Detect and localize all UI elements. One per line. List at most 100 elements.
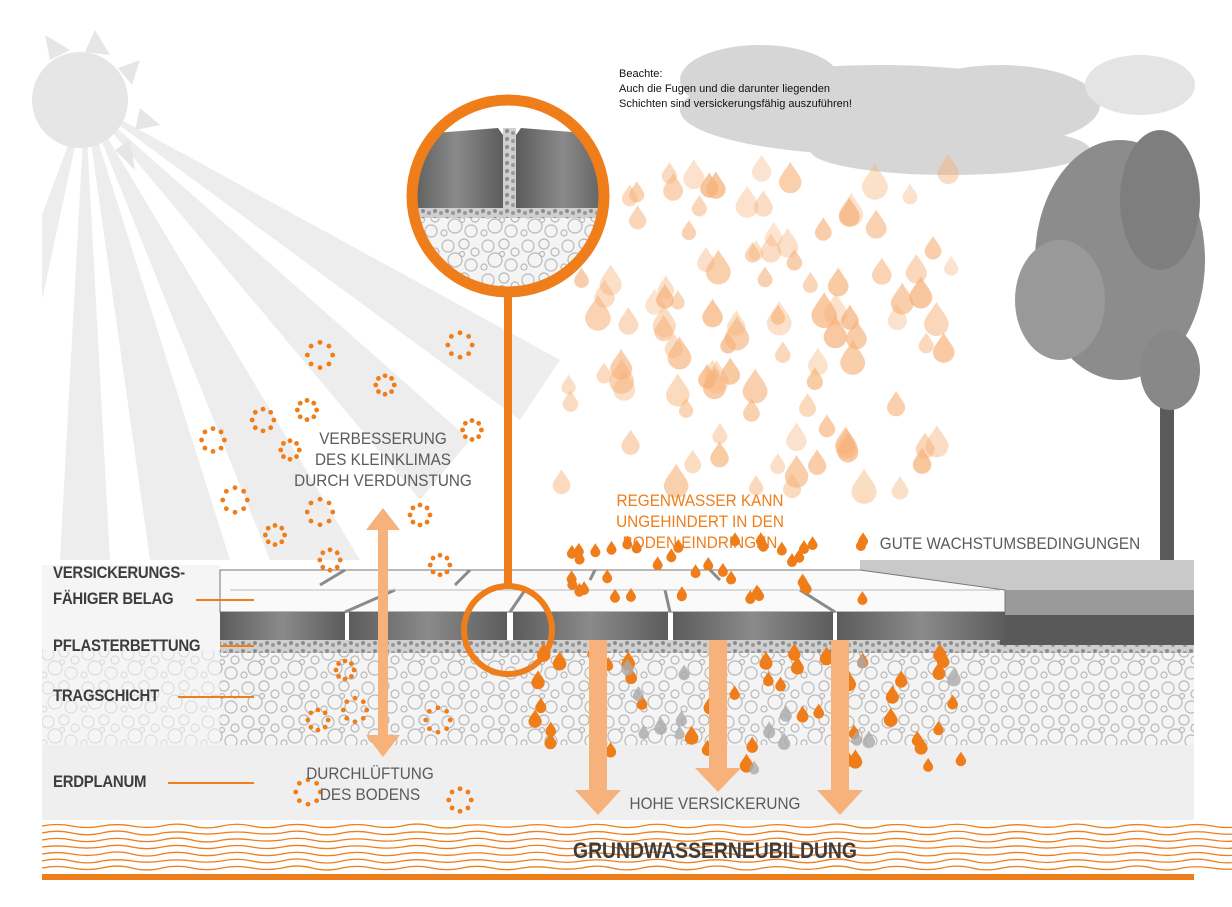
raindrop [552,469,571,495]
raindrop [663,172,684,201]
air-bubble-dot [389,376,394,381]
raindrop [777,732,791,750]
raindrop [535,697,547,714]
raindrop [764,221,783,247]
raindrop [621,658,634,676]
raindrop [796,705,809,723]
raindrop [678,664,690,681]
air-bubble-dot [462,434,468,440]
raindrop [763,721,776,739]
raindrop [786,553,797,568]
raindrop [656,283,674,309]
raindrop [552,651,567,671]
air-bubble-dot [430,555,436,561]
air-bubble-dot [476,434,482,440]
raindrop [704,359,729,394]
magnifier-detail [406,94,610,677]
raindrop [654,314,674,342]
raindrop [748,239,764,261]
air-bubble-dot [202,429,208,435]
raindrop [749,760,760,775]
raindrop [678,397,694,418]
caption-line: DURCHLÜFTUNG [306,764,434,783]
raindrop [632,685,644,702]
air-bubble-dot [469,437,475,442]
raindrop [746,736,759,753]
air-bubble-dot [260,428,266,434]
raindrop [911,730,923,747]
raindrop [670,290,685,310]
raindrop [566,544,577,559]
wave-line [41,844,1232,850]
raindrop [666,548,677,563]
air-bubble-dot [462,420,468,426]
raindrop [691,195,707,217]
air-bubble-dot [479,427,484,433]
raindrop [779,161,802,194]
air-bubble-dot [447,562,453,568]
air-bubble-dot [308,500,314,506]
air-bubble-dot [446,797,452,803]
caption-wachstum: GUTE WACHSTUMSBEDINGUNGEN [879,534,1141,553]
air-bubble-dot [220,497,226,503]
air-bubble-dot [223,506,229,512]
raindrop [599,264,622,296]
raindrop [751,584,762,599]
raindrop [573,542,584,557]
raindrop [684,725,699,745]
sun-rays [42,100,560,560]
raindrop [955,751,967,767]
air-bubble-dot [311,400,317,406]
air-bubble-dot [265,539,271,545]
raindrop [909,276,933,309]
raindrop [851,730,863,746]
air-bubble-dot [327,547,333,553]
air-bubble-dot [417,522,423,528]
air-bubble-dot [305,777,311,783]
air-bubble-dot [469,342,475,348]
raindrop [770,453,786,475]
raindrop [848,749,863,769]
raindrop [784,454,809,488]
raindrop [856,654,868,669]
air-bubble-dot [271,417,277,423]
raindrop [631,539,642,554]
air-bubble-dot [281,454,286,459]
air-bubble-dot [469,418,475,423]
raindrop [727,310,746,336]
air-bubble-dot [376,389,381,394]
air-bubble-dot [340,707,346,713]
raindrop [636,694,648,710]
paving-surface [219,568,1006,640]
air-bubble-dot [448,333,454,339]
air-bubble-dot [360,699,366,705]
air-bubble-dot [304,352,310,358]
air-bubble-dot [279,525,285,531]
raindrop [690,564,701,579]
note-line-1: Auch die Fugen und die darunter liegende… [619,83,830,95]
air-bubble-dot [320,564,326,570]
air-bubble-dot [317,557,323,563]
air-bubble-dot [344,699,350,705]
raindrop [862,163,888,200]
infiltration-arrows [575,640,863,815]
raindrop [729,685,740,700]
sun-icon [32,30,160,170]
note-line-2: Schichten sind versickerungsfähig auszuf… [619,98,852,110]
raindrop [744,241,761,263]
wave-line [41,851,1232,857]
air-bubble-dot [326,518,332,524]
raindrop [663,463,689,499]
air-bubble-dot [337,557,343,563]
air-bubble-dot [218,445,224,451]
raindrop [625,587,636,602]
air-bubble-dot [330,509,336,515]
air-bubble-dot [296,798,302,804]
raindrop [807,536,818,551]
raindrop [676,587,687,602]
raindrop [751,154,772,182]
raindrop [855,536,866,551]
raindrop [654,716,668,735]
raindrop [788,643,801,661]
